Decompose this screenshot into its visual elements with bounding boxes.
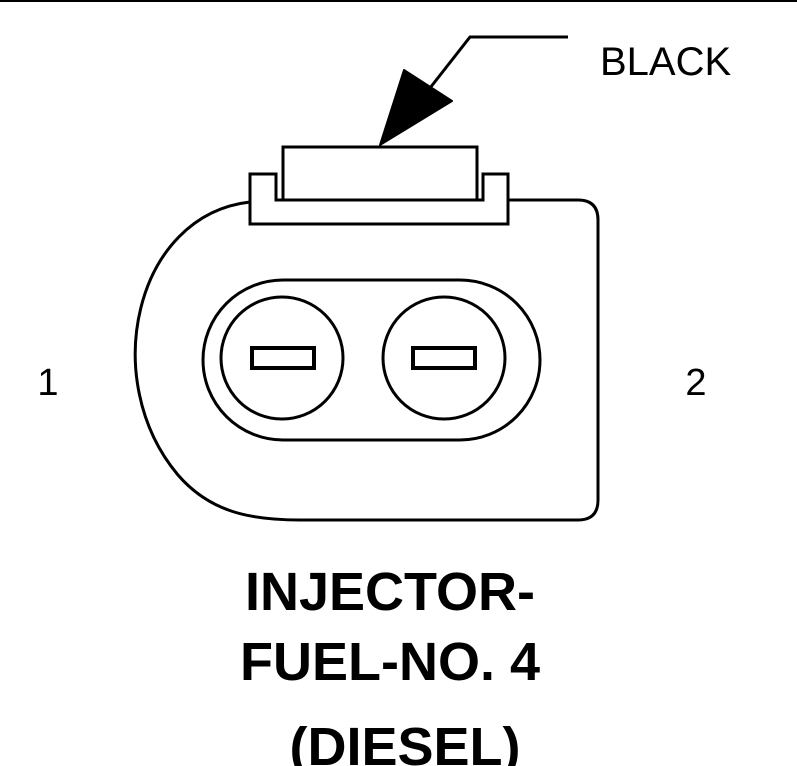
pin-2-label: 2 xyxy=(685,362,706,404)
pin-1-label: 1 xyxy=(37,362,58,404)
pin-1-terminal xyxy=(250,346,316,370)
title-line-1: INJECTOR- xyxy=(245,562,535,622)
arrowhead xyxy=(379,69,453,146)
connector-body xyxy=(133,198,600,522)
title-line-2: FUEL-NO. 4 xyxy=(240,632,540,692)
leader-line xyxy=(428,35,568,89)
locking-tab-frame xyxy=(248,172,510,226)
title-line-3: (DIESEL) xyxy=(289,717,520,766)
locking-tab xyxy=(281,145,479,202)
wire-color-label: BLACK xyxy=(600,40,731,84)
pin-2-terminal xyxy=(411,346,477,370)
